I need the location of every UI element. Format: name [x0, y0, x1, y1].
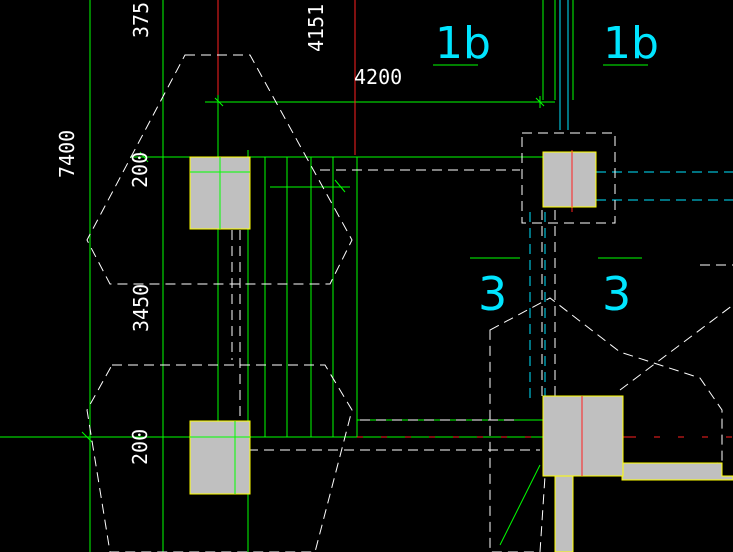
dim-200-top: 200 [128, 152, 152, 188]
section-labels: 1b 1b 3 3 [435, 18, 659, 321]
column-bottom-left[interactable] [189, 420, 251, 495]
wall-outline [554, 462, 733, 552]
dim-200-bottom: 200 [128, 429, 152, 465]
beam-lines [529, 0, 733, 400]
column-axes [190, 152, 583, 494]
label-1b-left: 1b [435, 18, 491, 69]
dim-7400: 7400 [55, 130, 79, 178]
label-3-right: 3 [602, 267, 631, 321]
dim-4200: 4200 [354, 65, 402, 89]
dim-4151: 4151 [304, 4, 328, 52]
label-1b-right: 1b [603, 18, 659, 69]
column-bottom-right[interactable] [542, 395, 624, 477]
dim-3450: 3450 [129, 284, 153, 332]
label-3-left: 3 [478, 267, 507, 321]
column-top-right[interactable] [542, 151, 597, 208]
dimension-texts: 375 4151 4200 7400 200 3450 200 [55, 2, 402, 465]
dim-375: 375 [129, 2, 153, 38]
footing-outlines [86, 54, 733, 552]
